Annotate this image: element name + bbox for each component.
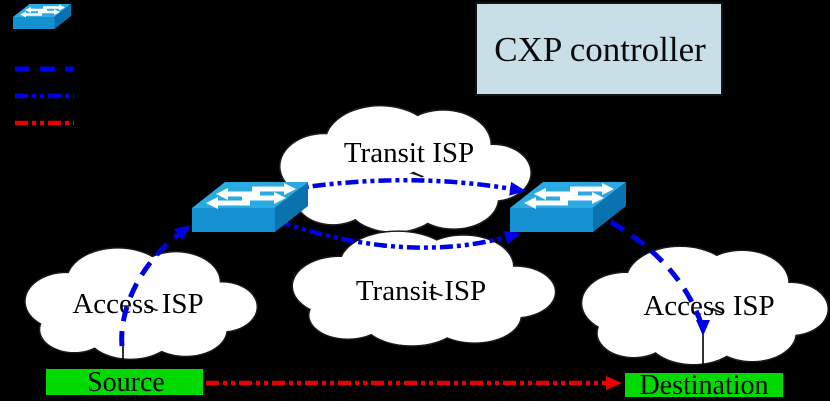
destination-box: [623, 371, 785, 399]
path-left-switch-to-right-switch-bottom: [277, 218, 515, 250]
source-box: [44, 367, 205, 397]
transit-isp-bottom-label: Transit ISP: [356, 275, 486, 307]
access-isp-left-label: Access ISP: [72, 288, 203, 320]
cxp-controller-label: CXP controller: [494, 30, 706, 69]
access-isp-right-label: Access ISP: [643, 290, 774, 322]
legend: [13, 4, 74, 126]
legend-switch-icon: [13, 4, 71, 29]
arrowhead-red-into-destination: [606, 376, 622, 390]
source-label: Source: [87, 367, 165, 398]
transit-isp-top-label: Transit ISP: [344, 137, 474, 169]
destination-label: Destination: [639, 370, 768, 401]
cxp-controller-box: [475, 2, 723, 96]
switch-icon-right: [510, 182, 626, 232]
path-left-switch-to-right-switch-top: [279, 178, 519, 194]
path-right-switch-to-destination: [609, 219, 705, 327]
path-source-to-left-switch: [119, 226, 188, 347]
transit-isp-top-cloud: [278, 104, 533, 234]
